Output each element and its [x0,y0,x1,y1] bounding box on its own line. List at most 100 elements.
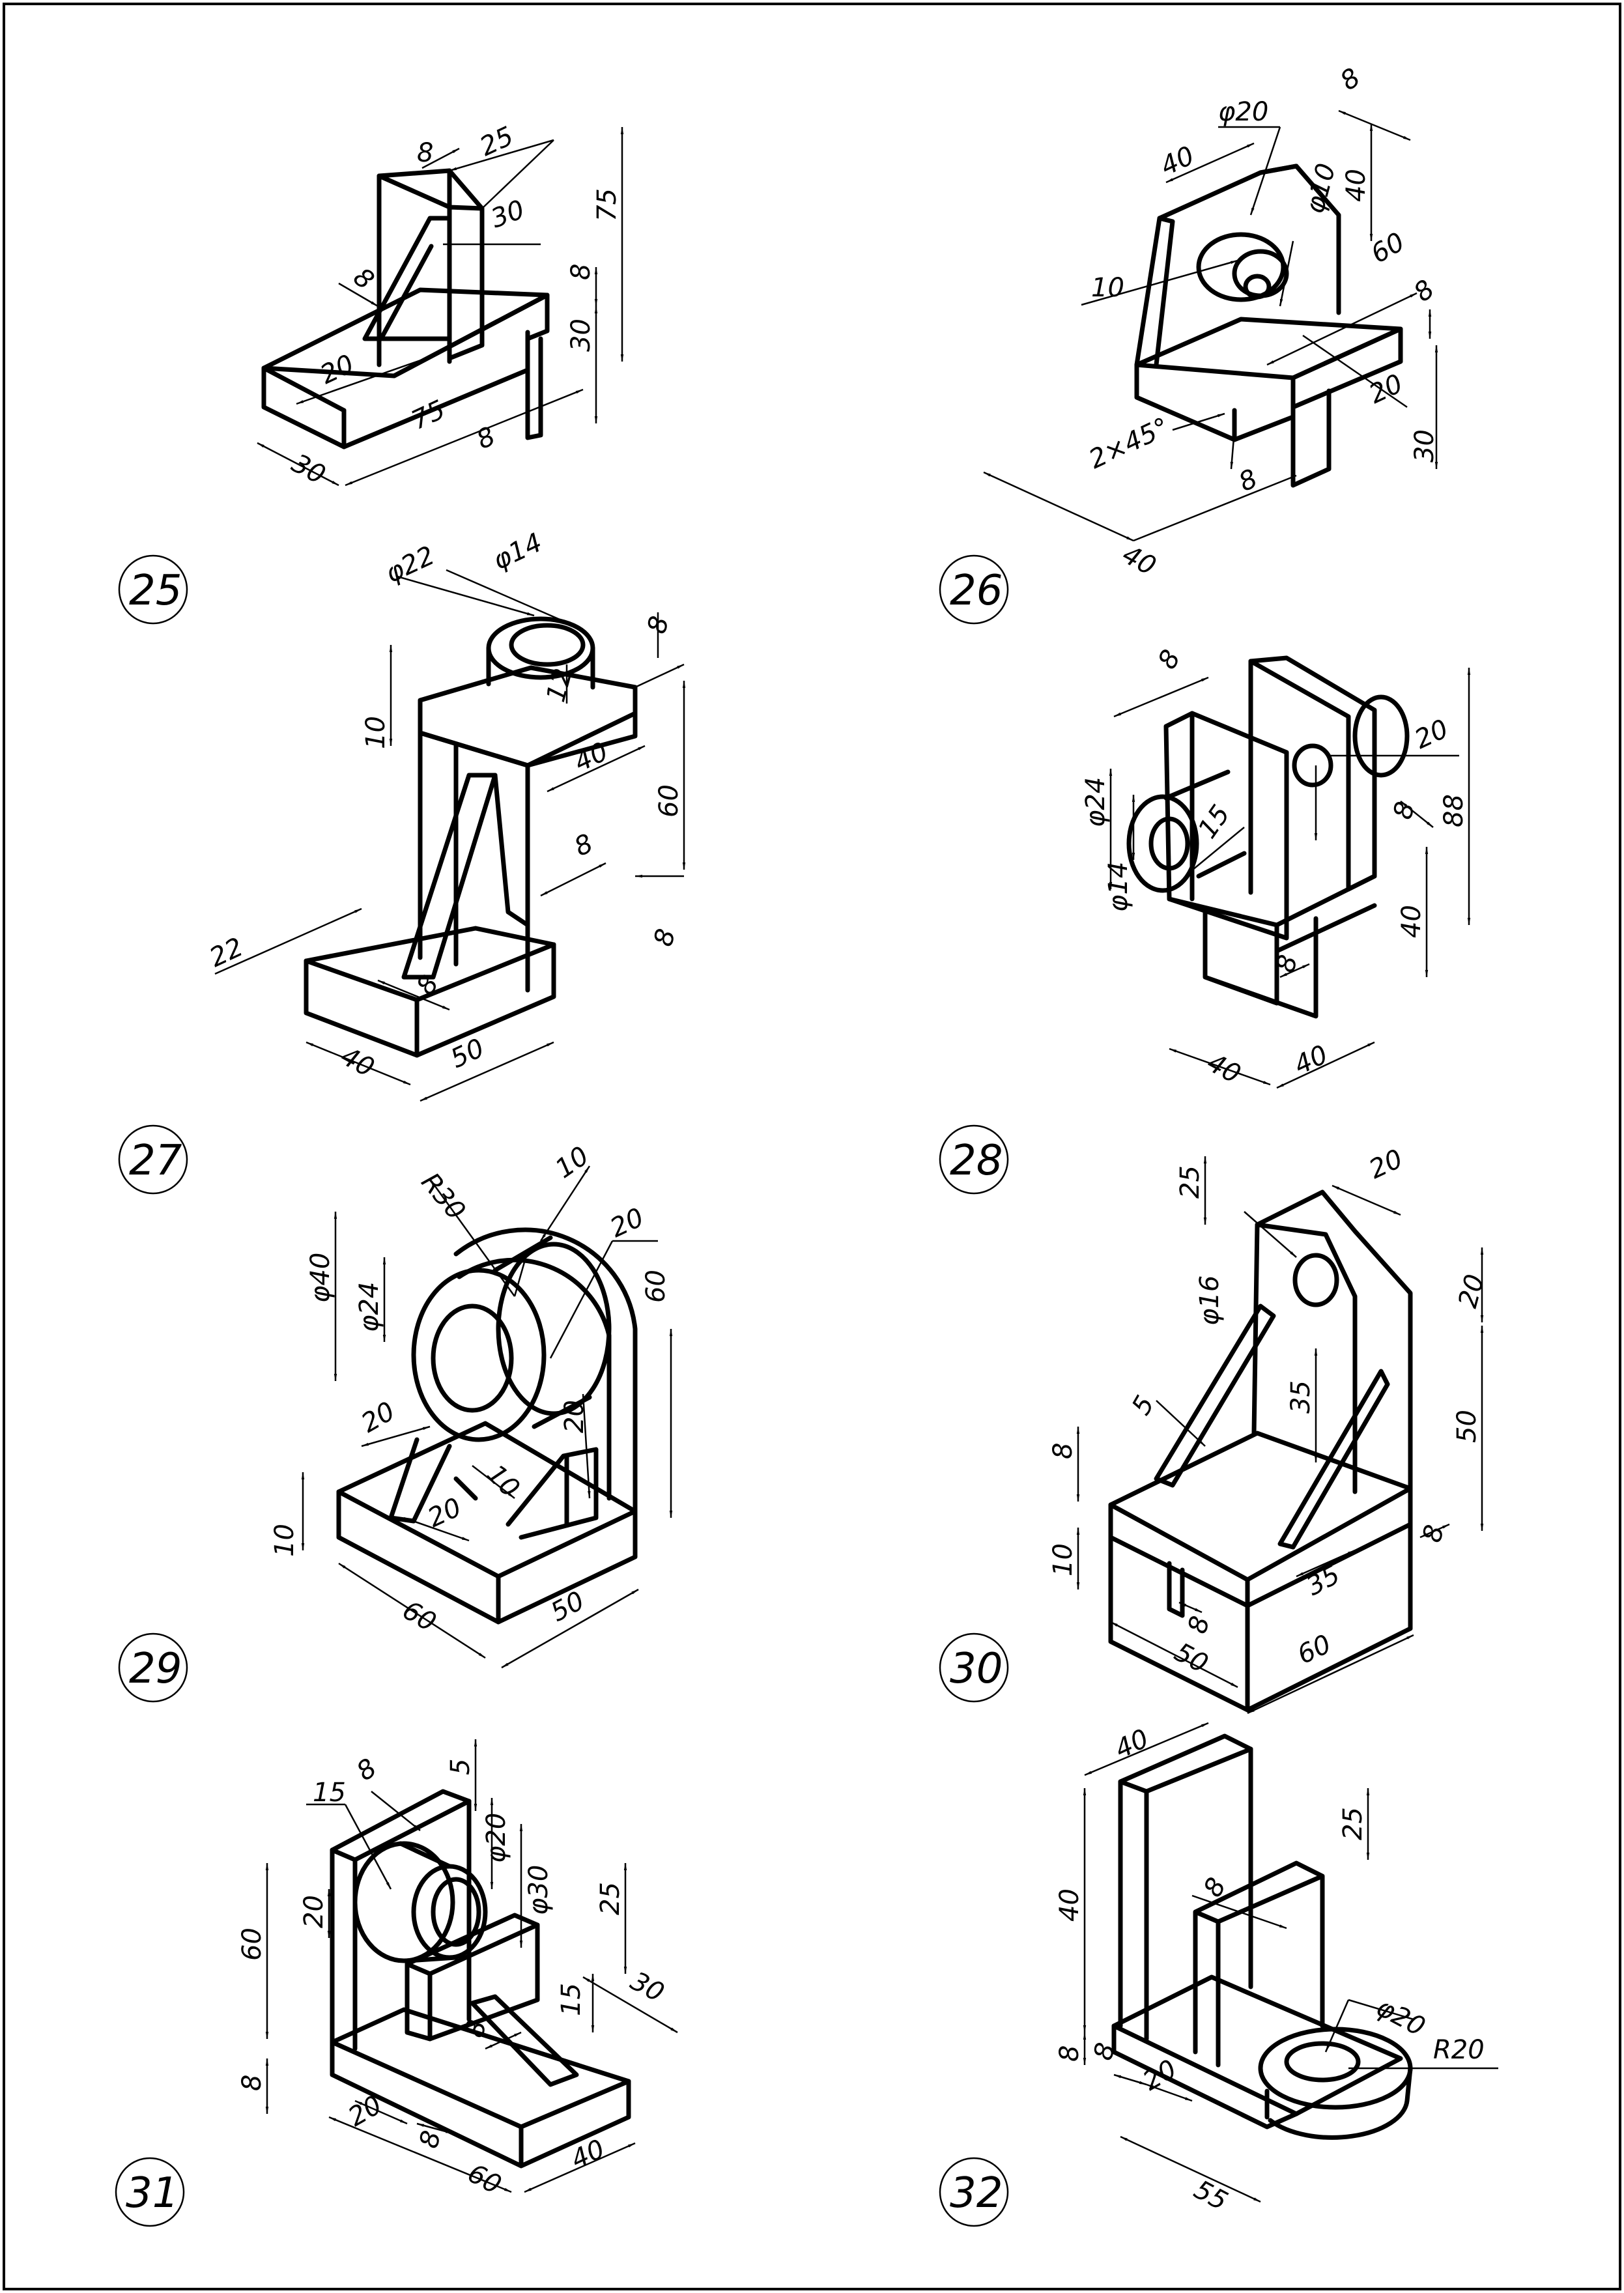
dimension-label: 20 [1138,2054,1182,2096]
dimension-label: 10 [1048,1543,1078,1576]
dimension-label: 10 [481,1459,526,1504]
figure-27-number-circle [118,1124,188,1195]
dimension-label: 35 [1302,1560,1345,1602]
dimension-label: φ22 [381,541,439,589]
figure-26-part [1134,164,1403,488]
dimension-label: 8 [648,926,681,949]
dimension-label: 10 [361,716,391,749]
figure-26: φ20 8 40 φ10 40 10 60 8 20 2×45° 8 30 40… [939,63,1440,625]
dimension-label: 8 [1388,799,1421,822]
dimension-label: 60 [654,784,684,818]
figure-31-number: 31 [126,2169,178,2217]
dimension-label: 20 [299,1895,329,1928]
dimension-label: 20 [356,1396,400,1438]
dimension-label: 30 [287,448,330,491]
figure-25: 8 25 30 75 8 8 30 20 75 30 8 25 [118,121,624,625]
figure-26-number: 26 [950,567,1003,615]
figure-31: 8 5 15 φ20 φ30 25 20 60 15 30 8 8 20 8 6… [115,1739,678,2227]
dimension-label: R20 [1433,2035,1485,2065]
dimension-label: φ20 [481,1813,511,1863]
dimension-label: 40 [1202,1047,1246,1090]
figure-31-number-circle [115,2157,185,2227]
dimension-label: 8 [1234,464,1262,498]
figure-30-number: 30 [950,1645,1003,1693]
figure-28-part [1126,655,1410,1019]
dimension-label: 20 [560,1400,590,1433]
dimension-label: 60 [237,1928,267,1961]
dimension-label: 40 [1156,141,1199,182]
figure-27-dimension-labels: φ22 φ14 8 12 10 40 60 8 22 8 8 40 50 [205,528,684,1083]
dimension-label: 20 [1410,714,1453,755]
figure-29-dimension-lines [301,1165,673,1669]
dimension-label: φ24 [1081,777,1111,827]
dimension-label: 10 [550,1141,594,1184]
dimension-label: 15 [313,1778,346,1808]
dimension-label: 60 [463,2158,506,2200]
dimension-label: 8 [237,2075,267,2091]
dimension-label: 40 [1055,1888,1085,1922]
dimension-label: 8 [570,829,598,862]
figure-26-number-circle [939,554,1009,625]
figure-30: 25 20 φ16 20 5 35 50 8 8 10 35 8 50 60 3… [939,1144,1490,1715]
dimension-label: 8 [417,138,433,168]
dimension-label: φ24 [354,1282,384,1332]
dimension-label: 30 [1410,429,1440,463]
dimension-label: 40 [1290,1040,1333,1081]
sheet-border [3,3,1621,2290]
dimension-label: 8 [1088,2040,1121,2063]
figure-25-number: 25 [129,567,182,615]
dimension-label: 40 [1117,539,1161,582]
dimension-label: 8 [1152,645,1187,674]
figure-32-dimension-lines [1083,1722,1498,2203]
dimension-label: 15 [556,1983,586,2016]
figure-27-part [304,616,638,1058]
figure-28: 8 20 φ24 15 8 88 φ14 40 8 40 40 28 [939,645,1471,1195]
dimension-label: 8 [1055,2045,1085,2062]
dimension-label: 25 [1338,1807,1368,1840]
dimension-label: 8 [1335,63,1365,96]
dimension-label: 40 [1397,905,1427,938]
dimension-label: φ14 [489,528,547,576]
dimension-label: 5 [446,1759,476,1775]
dimension-label: 88 [1439,794,1469,827]
dimension-label: 8 [642,613,675,636]
figure-27: φ22 φ14 8 12 10 40 60 8 22 8 8 40 50 27 [118,528,686,1195]
dimension-label: 8 [351,1753,382,1787]
dimension-label: 40 [1111,1724,1154,1765]
dimension-label: 15 [1193,800,1236,844]
figure-26-dimension-lines [983,109,1438,542]
dimension-label: 50 [1452,1410,1482,1443]
figure-29-number: 29 [129,1645,182,1693]
dimension-label: 30 [487,195,529,235]
figure-30-dimension-lines [1076,1156,1484,1715]
dimension-label: 25 [595,1882,625,1915]
dimension-label: 8 [1408,274,1440,308]
dimension-label: 8 [566,264,596,280]
figure-32-number-circle [939,2157,1009,2227]
dimension-label: 60 [641,1270,671,1303]
dimension-label: φ40 [306,1253,335,1303]
dimension-label: R30 [415,1167,471,1226]
figure-28-dimension-labels: 8 20 φ24 15 8 88 φ14 40 8 40 40 [1081,645,1469,1090]
dimension-label: 60 [1293,1629,1336,1670]
dimension-label: 30 [625,1966,669,2008]
figure-25-dimension-lines [257,127,624,487]
figure-32-part [1111,1733,1413,2140]
dimension-label: 20 [1453,1272,1490,1311]
dimension-label: 25 [1175,1165,1205,1199]
dimension-label: 60 [1366,227,1410,269]
figure-29: R30 10 20 φ40 60 φ24 20 20 10 20 10 60 5… [118,1141,673,1703]
figure-28-number: 28 [950,1137,1003,1185]
figure-27-dimension-lines [214,569,686,1102]
dimension-label: φ30 [524,1865,554,1915]
dimension-label: 40 [1341,169,1371,202]
figure-27-number: 27 [129,1137,182,1185]
dimension-label: 5 [1126,1391,1161,1420]
figure-25-number-circle [118,554,188,625]
dimension-label: φ14 [1104,862,1133,912]
dimension-label: 55 [1189,2174,1232,2217]
dimension-label: 8 [472,421,500,455]
dimension-label: φ16 [1195,1275,1225,1326]
figure-32-number: 32 [950,2169,1003,2217]
